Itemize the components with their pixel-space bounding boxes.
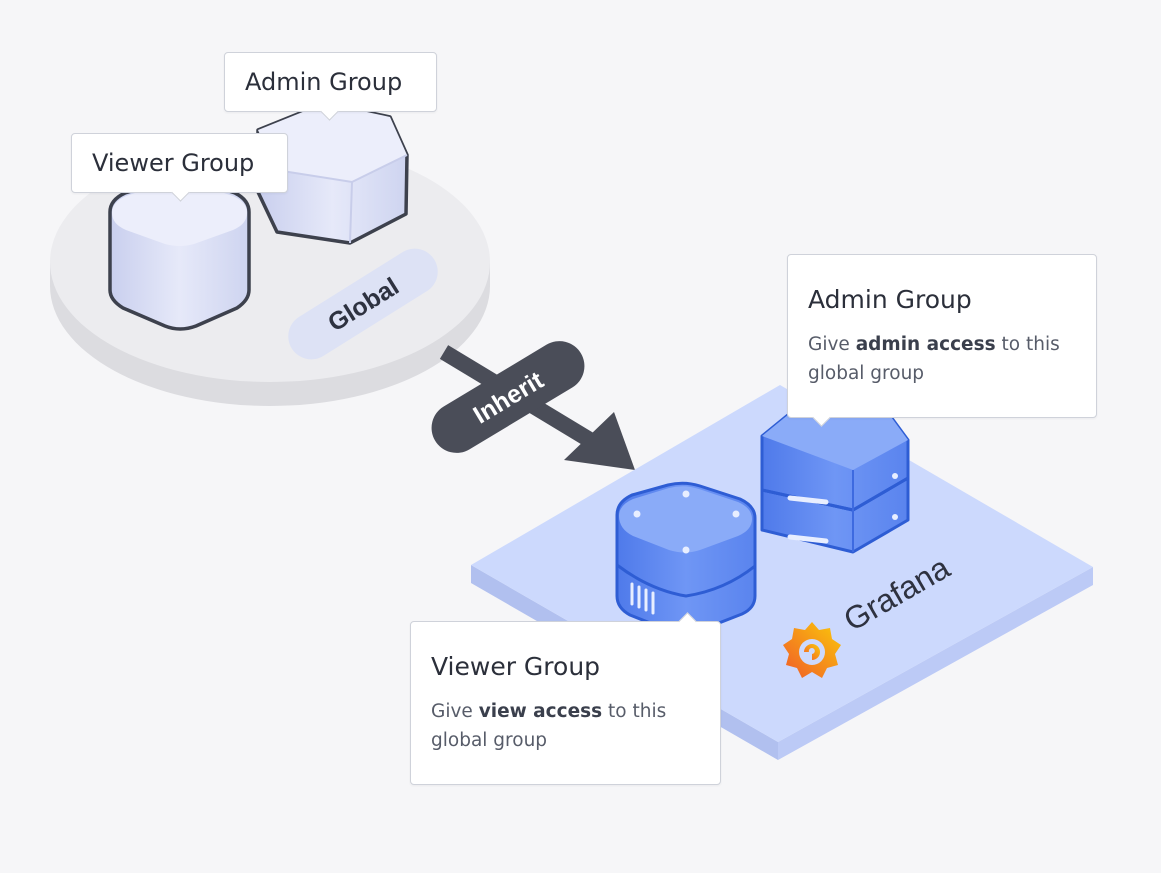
platform-side-right	[778, 567, 1093, 760]
global-viewer-cube	[108, 176, 251, 331]
server-slot-icon	[787, 534, 829, 544]
server-slot-icon	[787, 495, 829, 505]
viewer-callout-description: Give view access to this global group	[431, 701, 667, 751]
viewer-callout-title: Viewer Group	[431, 652, 601, 681]
global-admin-cube	[256, 101, 409, 245]
server-led-icon	[892, 473, 898, 479]
server-led-icon	[682, 490, 690, 498]
view-access-emphasis: view access	[478, 701, 603, 722]
grafana-admin-cube	[760, 404, 910, 554]
admin-access-emphasis: admin access	[855, 334, 996, 355]
vent-icon	[630, 582, 655, 615]
admin-callout-description: Give admin access to this global group	[808, 334, 1060, 384]
server-led-icon	[682, 546, 690, 554]
grafana-viewer-group-callout: Viewer Group Give view access to this gl…	[410, 621, 721, 785]
admin-callout-title: Admin Group	[808, 285, 972, 314]
server-led-icon	[732, 510, 740, 518]
grafana-viewer-cube	[615, 481, 757, 634]
server-led-icon	[892, 514, 898, 520]
global-viewer-group-label: Viewer Group	[92, 149, 255, 177]
global-admin-group-label: Admin Group	[245, 68, 403, 96]
server-led-icon	[633, 510, 641, 518]
inherit-arrow: Inherit	[431, 341, 635, 470]
global-admin-group-callout: Admin Group [data-name="global-admin-gro…	[224, 52, 437, 112]
grafana-admin-group-callout: Admin Group Give admin access to this gl…	[787, 254, 1097, 418]
global-viewer-group-callout: Viewer Group [data-name="global-viewer-g…	[71, 133, 288, 193]
